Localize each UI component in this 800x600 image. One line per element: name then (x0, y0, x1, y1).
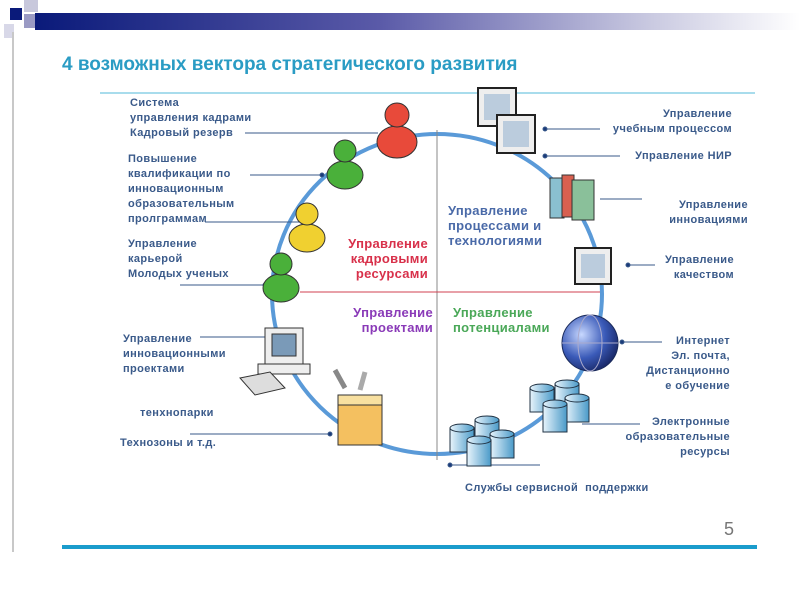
text-line: проектами (361, 320, 433, 335)
books-icon (549, 174, 595, 221)
text-line: Интернет (676, 335, 730, 347)
label-education-management: Управление учебным процессом (613, 107, 732, 137)
text-line: проектами (123, 363, 185, 375)
text-line: потенциалами (453, 320, 550, 335)
decor-square (10, 8, 22, 20)
text-line: ресурсы (680, 446, 730, 458)
text-line: пролграммам (128, 213, 207, 225)
text-line: Дистанционно (646, 365, 730, 377)
text-line: е обучение (665, 380, 730, 392)
text-line: карьерой (128, 253, 183, 265)
connector-lines (180, 126, 662, 468)
page-number: 5 (724, 519, 735, 539)
text-line: Управление (128, 238, 198, 250)
person-icon-red (376, 102, 418, 159)
label-quality-management: Управление качеством (665, 253, 734, 283)
text-line: инновационным (128, 183, 224, 195)
decor-square (24, 14, 38, 28)
text-line: образовательным (128, 198, 235, 210)
text-line: Электронные (651, 416, 730, 428)
text-line: Эл. почта, (671, 350, 730, 362)
database-icon-group (529, 379, 590, 433)
text-line: Повышение (128, 153, 198, 165)
header-gradient-bar (35, 13, 800, 30)
person-icon-green (326, 139, 364, 190)
footer-line (62, 545, 757, 549)
text-line: Управление (123, 333, 193, 345)
text-line: Управление (453, 305, 533, 320)
text-line: процессами и (448, 218, 542, 233)
label-innovation-projects: Управление инновационными проектами (123, 332, 226, 377)
text-line: кадровыми (350, 251, 428, 266)
person-icon-green (262, 252, 300, 303)
text-line: Управление (448, 203, 528, 218)
label-research-management: Управление НИР (635, 150, 732, 162)
text-line: ресурсами (355, 266, 428, 281)
computer-icon (239, 327, 311, 396)
text-line: учебным процессом (612, 123, 732, 135)
text-line: Управление (348, 236, 428, 251)
text-line: управления кадрами (130, 112, 252, 124)
label-support-services: Службы сервисной поддержки (465, 482, 649, 494)
label-innovation-management: Управление инновациями (669, 198, 748, 228)
decor-square (24, 0, 38, 12)
text-line: технологиями (448, 233, 543, 248)
text-line: Управление (678, 199, 748, 211)
person-icon-yellow (288, 202, 326, 253)
text-line: качеством (673, 269, 734, 281)
label-e-resources: Электронные образовательные ресурсы (625, 415, 730, 460)
database-icon-group (449, 415, 515, 467)
monitor-icon (496, 114, 536, 154)
label-training: Повышение квалификации по инновационным обр… (128, 152, 235, 227)
text-line: Управление (353, 305, 433, 320)
text-line: Молодых ученых (128, 268, 229, 280)
text-line: Система (130, 97, 180, 109)
monitor-icon (574, 247, 612, 285)
label-technoparks: тенхнопарки (140, 407, 214, 419)
label-technozones: Технозоны и т.д. (120, 437, 217, 449)
text-line: образовательные (625, 431, 730, 443)
toolbox-icon (332, 368, 383, 446)
text-line: Управление (664, 254, 734, 266)
globe-icon (561, 314, 619, 372)
text-line: инновациями (669, 214, 748, 226)
decor-square (4, 24, 14, 38)
text-line: квалификации по (128, 168, 231, 180)
title-underline (100, 92, 755, 94)
text-line: Кадровый резерв (130, 127, 234, 139)
text-line: Управление (662, 108, 732, 120)
text-line: инновационными (123, 348, 226, 360)
slide-title: 4 возможных вектора стратегического разв… (62, 54, 518, 75)
